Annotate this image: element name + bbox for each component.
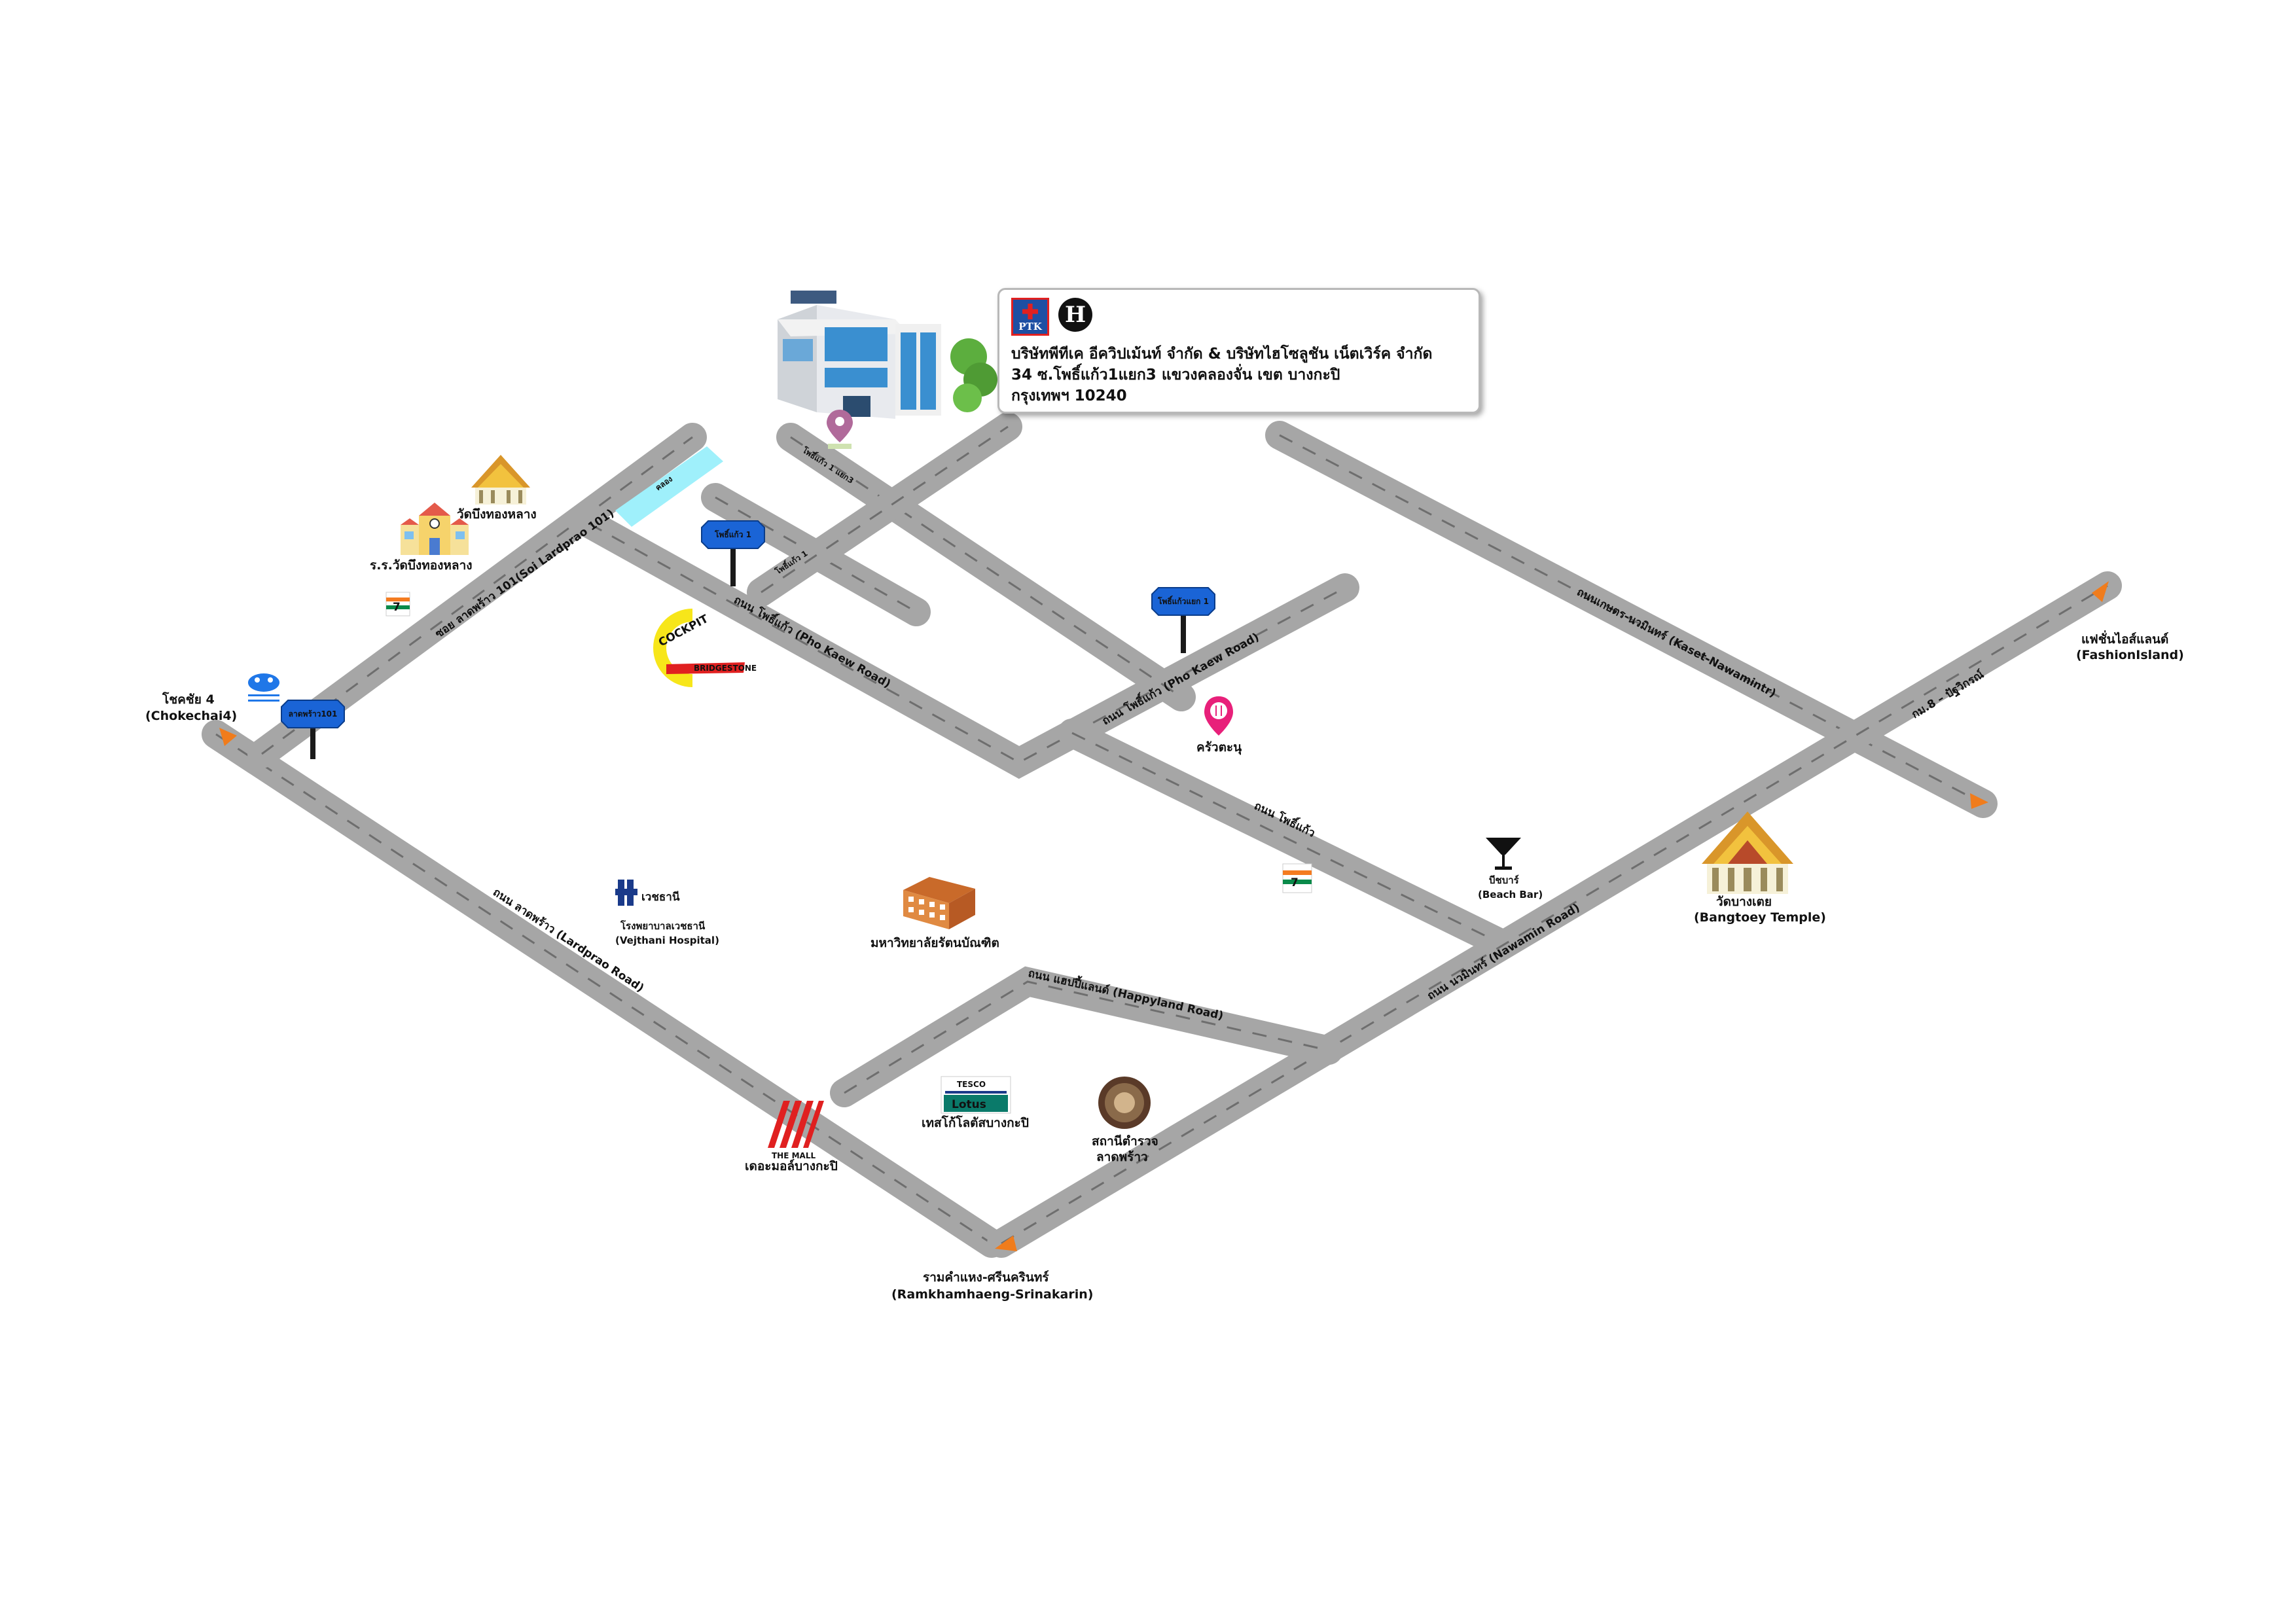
road-network: คลอง (202, 412, 2122, 1258)
label-ramkhamhaeng-en: (Ramkhamhaeng-Srinakarin) (891, 1287, 1093, 1302)
temple-icon-wat-bueng-thonglang (471, 455, 530, 505)
sign-pho-kaew-yaek-text: โพธิ์แก้วแยก 1 (1157, 596, 1209, 606)
car-service-logo-icon (248, 673, 279, 702)
svg-text:เวชธานี: เวชธานี (641, 890, 680, 904)
arrow-fashion-island (2092, 581, 2109, 602)
svg-text:7: 7 (393, 601, 401, 614)
svg-text:BRIDGESTONE: BRIDGESTONE (694, 664, 757, 673)
vejthani-hospital-logo-icon: เวชธานี (615, 880, 680, 906)
label-police-station-line2: ลาดพร้าว (1096, 1150, 1148, 1164)
sign-pho-kaew-1-text: โพธิ์แก้ว 1 (714, 529, 751, 539)
label-the-mall-bangkapi: เดอะมอล์บางกะปิ (745, 1159, 838, 1173)
company-logos: PTK H (1011, 298, 1092, 336)
street-sign-lardprao-101: ลาดพร้าว101 (281, 700, 345, 759)
label-ramkhamhaeng-th: รามคำแหง-ศรีนครินทร์ (923, 1270, 1049, 1285)
tesco-lotus-logo-icon: TESCO Lotus (941, 1076, 1011, 1114)
canal (615, 446, 723, 527)
label-fashion-island-en: (FashionIsland) (2076, 648, 2184, 662)
company-address-text: บริษัทพีทีเค อีควิปเม้นท์ จำกัด & บริษัท… (1011, 344, 1432, 406)
university-building-icon (903, 877, 975, 929)
label-vejthani-en: (Vejthani Hospital) (615, 935, 719, 946)
label-wat-bangtoey-en: (Bangtoey Temple) (1694, 910, 1826, 925)
cocktail-glass-icon (1486, 838, 1521, 870)
label-krua-tanu: ครัวตะนุ (1196, 740, 1242, 755)
seven-eleven-icon-upper: 7 (386, 592, 410, 616)
office-building-icon (778, 291, 997, 419)
company-address-card: PTK H บริษัทพีทีเค อีควิปเม้นท์ จำกัด & … (997, 288, 1480, 414)
the-mall-logo-icon: THE MALL (768, 1101, 824, 1160)
label-police-station-line1: สถานีตำรวจ (1092, 1134, 1158, 1149)
office-location-pin-icon (827, 410, 853, 449)
label-beach-bar-en: (Beach Bar) (1478, 889, 1543, 901)
police-badge-icon (1098, 1077, 1151, 1129)
label-wat-bueng-thonglang: วัดบึงทองหลาง (457, 507, 537, 522)
arrow-kaset-nawamintr (1970, 793, 1988, 809)
address-line-2: กรุงเทพฯ 10240 (1011, 387, 1127, 404)
label-school-wat-bueng: ร.ร.วัดบึงทองหลาง (370, 558, 473, 573)
street-sign-pho-kaew-1: โพธิ์แก้ว 1 (701, 520, 765, 586)
label-beach-bar-th: บีชบาร์ (1489, 874, 1520, 886)
label-vejthani-th: โรงพยาบาลเวชธานี (620, 919, 706, 932)
arrow-chokechai4 (219, 728, 237, 746)
seven-eleven-icon-lower: 7 (1282, 863, 1312, 893)
label-chokechai4-en: (Chokechai4) (145, 709, 237, 723)
hi-solution-logo-icon: H (1058, 298, 1092, 332)
svg-text:Lotus: Lotus (952, 1098, 986, 1111)
ptk-logo-icon: PTK (1011, 298, 1049, 336)
label-tesco-lotus-bangkapi: เทสโก้โลตัสบางกะปิ (922, 1115, 1029, 1130)
label-wat-bangtoey-th: วัดบางเตย (1716, 895, 1772, 909)
road-pho-kaew-1-yaek-3 (776, 423, 1196, 711)
temple-icon-wat-bangtoey (1702, 812, 1793, 894)
label-pho-kaew-road-west: ถนน โพธิ์แก้ว (Pho Kaew Road) (732, 591, 894, 690)
sign-lardprao-101-text: ลาดพร้าว101 (289, 709, 338, 719)
company-name: บริษัทพีทีเค อีควิปเม้นท์ จำกัด & บริษัท… (1011, 346, 1433, 363)
label-rattana-bundit: มหาวิทยาลัยรัตนบัณฑิต (870, 936, 999, 950)
direction-arrows (219, 581, 2109, 1251)
address-line-1: 34 ซ.โพธิ์แก้ว1แยก3 แขวงคลองจั่น เขต บาง… (1011, 366, 1340, 383)
label-chokechai4-th: โชคชัย 4 (162, 692, 215, 707)
svg-text:7: 7 (1291, 876, 1299, 889)
label-kaset-nawamintr: ถนนเกษตร-นวมินทร์ (Kaset-Nawamintr) (1575, 585, 1778, 700)
arrow-ramkhamhaeng (995, 1236, 1017, 1251)
label-fashion-island-th: แฟชั่นไอส์แลนด์ (2081, 630, 2168, 647)
svg-text:THE MALL: THE MALL (772, 1151, 816, 1160)
school-icon (401, 503, 469, 555)
restaurant-pin-icon (1204, 696, 1233, 736)
street-sign-pho-kaew-yaek: โพธิ์แก้วแยก 1 (1151, 587, 1215, 653)
svg-text:TESCO: TESCO (957, 1080, 986, 1089)
